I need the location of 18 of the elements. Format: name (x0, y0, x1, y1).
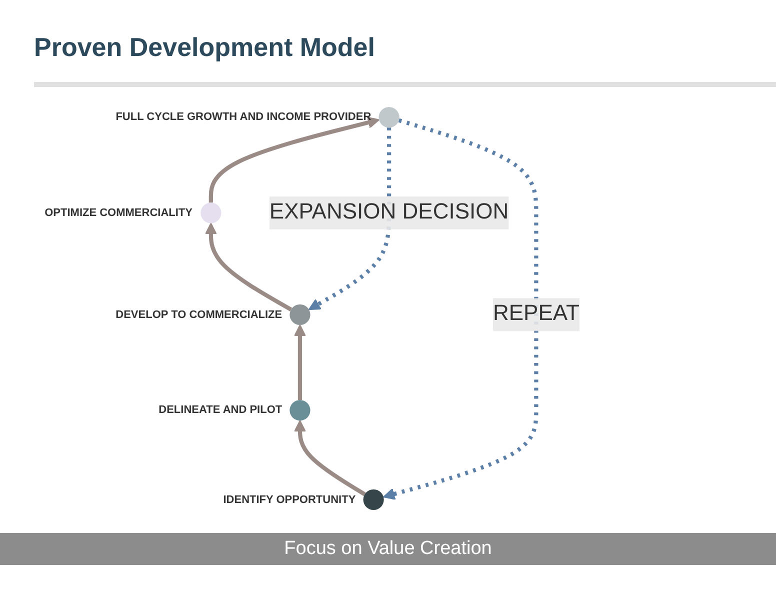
arrow (294, 420, 366, 496)
edge-label: EXPANSION DECISION (269, 200, 509, 224)
node-circle (200, 202, 222, 224)
node-circle (290, 304, 310, 325)
title: Proven Development Model (34, 32, 375, 63)
arrow (208, 116, 380, 203)
node-circle (378, 107, 400, 128)
arrow (382, 118, 538, 500)
arrow (294, 324, 306, 400)
caption-banner: Focus on Value Creation (0, 533, 776, 565)
node-caption: DELINEATE AND PILOT (158, 404, 282, 416)
node-caption: FULL CYCLE GROWTH AND INCOME PROVIDER (116, 111, 372, 124)
node-caption: OPTIMIZE COMMERCIALITY (44, 206, 192, 219)
node-circle (363, 489, 384, 510)
node-circle (290, 400, 310, 421)
node-caption: IDENTIFY OPPORTUNITY (223, 494, 356, 506)
edge-label: REPEAT (492, 302, 580, 326)
node-caption: DEVELOP TO COMMERCIALIZE (116, 308, 282, 321)
